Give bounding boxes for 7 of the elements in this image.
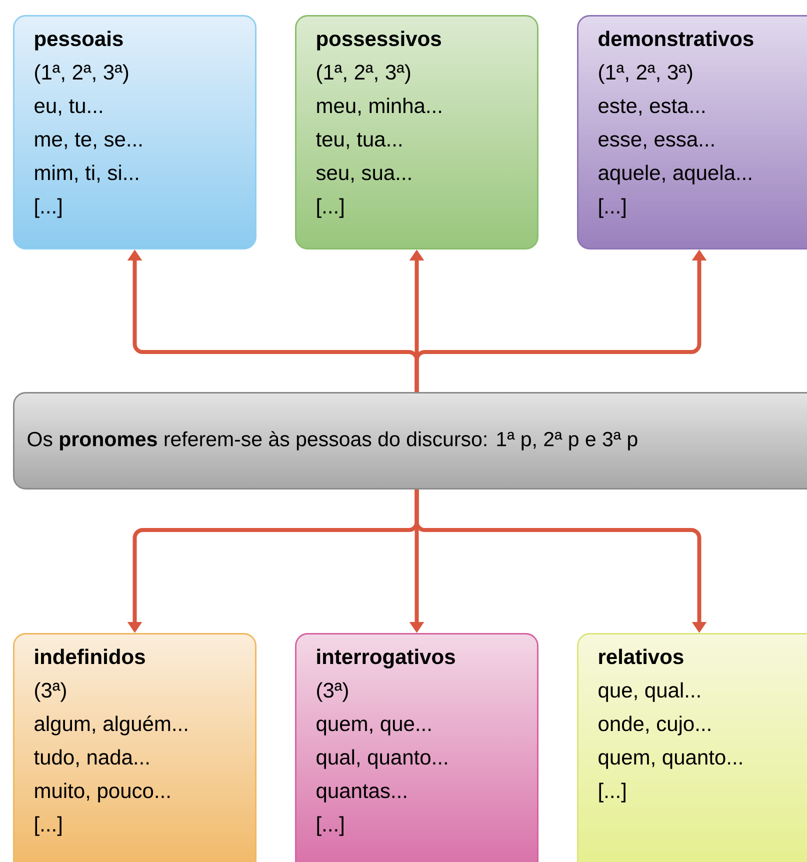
category-box: demonstrativos (1ª, 2ª, 3ª) este, esta... esse, essa... aquele, aquela... [...] — [577, 15, 807, 250]
category-box: indefinidos (3ª) algum, alguém... tudo, nada... muito, pouco... [...] — [13, 633, 256, 862]
category-box: pessoais (1ª, 2ª, 3ª) eu, tu... me, te, se... mim, ti, si... [...] — [13, 15, 256, 250]
category-box: possessivos (1ª, 2ª, 3ª) meu, minha... teu, tua... seu, sua... [...] — [295, 15, 538, 250]
category-box: relativos que, qual... onde, cujo... quem, quanto... [...] — [577, 633, 807, 862]
category-box: interrogativos (3ª) quem, que... qual, quanto... quantas... [...] — [295, 633, 538, 862]
statement-box: Os pronomes referem-se às pessoas do discurso: 1ª p, 2ª p e 3ª p — [13, 392, 807, 490]
